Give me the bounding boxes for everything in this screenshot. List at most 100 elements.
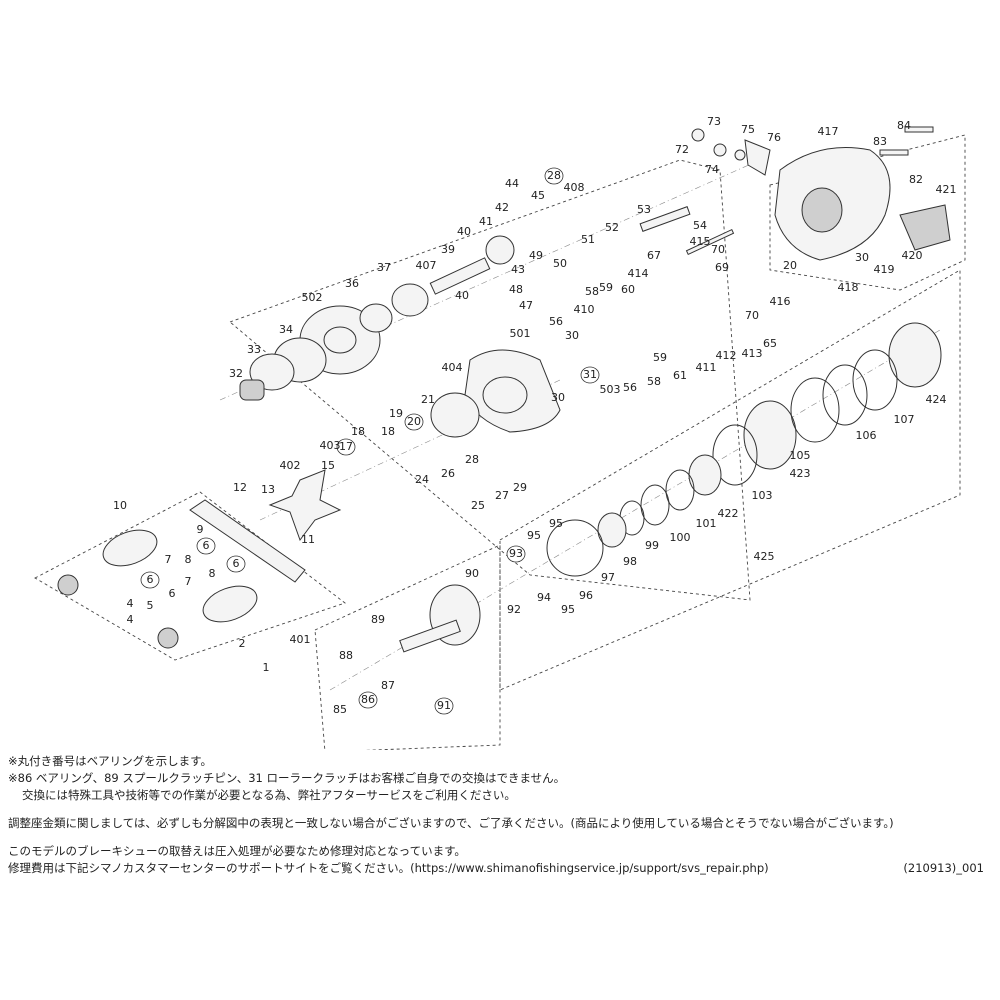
- part-number-label: 67: [647, 249, 661, 262]
- part-number-label: 48: [509, 283, 523, 296]
- part-number-label: 26: [441, 467, 455, 480]
- part-number-label: 70: [745, 309, 759, 322]
- part-number-label: 414: [628, 267, 649, 280]
- bearing-marker: [506, 545, 526, 563]
- part-number-label: 28: [465, 453, 479, 466]
- part-number-label: 18: [351, 425, 365, 438]
- bearing-marker: [226, 555, 246, 573]
- part-number-label: 93: [509, 547, 523, 560]
- handle-arm: [57, 499, 306, 649]
- part-number-label: 69: [715, 261, 729, 274]
- document-code: (210913)_001: [903, 861, 984, 875]
- group-outlines: [34, 134, 966, 750]
- part-number-label: 106: [856, 429, 877, 442]
- part-number-label: 401: [290, 633, 311, 646]
- part-number-label: 10: [113, 499, 127, 512]
- part-number-label: 100: [670, 531, 691, 544]
- part-number-label: 103: [752, 489, 773, 502]
- part-number-label: 27: [495, 489, 509, 502]
- part-number-label: 2: [239, 637, 246, 650]
- part-number-label: 54: [693, 219, 707, 232]
- part-number-label: 53: [637, 203, 651, 216]
- part-number-label: 98: [623, 555, 637, 568]
- part-number-label: 99: [645, 539, 659, 552]
- part-number-label: 501: [510, 327, 531, 340]
- reel-body: [430, 349, 561, 438]
- part-number-label: 407: [416, 259, 437, 272]
- part-number-label: 4: [127, 613, 134, 626]
- part-number-label: 7: [165, 553, 172, 566]
- part-number-label: 410: [574, 303, 595, 316]
- part-number-label: 86: [361, 693, 375, 706]
- part-number-label: 58: [585, 285, 599, 298]
- part-number-label: 502: [302, 291, 323, 304]
- part-number-label: 88: [339, 649, 353, 662]
- part-number-label: 20: [783, 259, 797, 272]
- part-number-label: 90: [465, 567, 479, 580]
- part-number-label: 20: [407, 415, 421, 428]
- part-number-label: 105: [790, 449, 811, 462]
- part-number-label: 28: [547, 169, 561, 182]
- part-number-label: 32: [229, 367, 243, 380]
- part-number-label: 6: [169, 587, 176, 600]
- part-number-label: 44: [505, 177, 519, 190]
- part-number-label: 418: [838, 281, 859, 294]
- part-number-label: 21: [421, 393, 435, 406]
- part-number-label: 12: [233, 481, 247, 494]
- part-number-label: 41: [479, 215, 493, 228]
- part-number-label: 17: [339, 440, 353, 453]
- part-number-label: 6: [203, 539, 210, 552]
- part-number-label: 59: [599, 281, 613, 294]
- part-number-label: 30: [855, 251, 869, 264]
- part-number-label: 19: [389, 407, 403, 420]
- part-number-label: 503: [600, 383, 621, 396]
- part-number-label: 40: [455, 289, 469, 302]
- part-number-label: 65: [763, 337, 777, 350]
- part-number-label: 411: [696, 361, 717, 374]
- part-number-label: 404: [442, 361, 463, 374]
- part-number-label: 75: [741, 123, 755, 136]
- part-number-label: 96: [579, 589, 593, 602]
- sideplate-group-outline: [769, 134, 966, 291]
- part-number-label: 50: [553, 257, 567, 270]
- drag-washers: [239, 283, 429, 401]
- part-number-label: 91: [437, 699, 451, 712]
- part-number-label: 95: [527, 529, 541, 542]
- part-number-label: 39: [441, 243, 455, 256]
- part-number-label: 24: [415, 473, 429, 486]
- exploded-parts-diagram: 1244556666778891011121315171818192020212…: [34, 115, 966, 750]
- body-group-outline: [229, 159, 751, 601]
- part-number-label: 408: [564, 181, 585, 194]
- part-number-label: 95: [549, 517, 563, 530]
- note-not-user-replaceable: ※86 ベアリング、89 スプールクラッチピン、31 ローラークラッチはお客様ご…: [8, 771, 566, 785]
- part-number-label: 107: [894, 413, 915, 426]
- part-number-label: 87: [381, 679, 395, 692]
- note-service: 交換には特殊工具や技術等での作業が必要となる為、弊社アフターサービスをご利用くだ…: [22, 788, 516, 802]
- part-number-label: 422: [718, 507, 739, 520]
- note-repair-cost: 修理費用は下記シマノカスタマーセンターのサポートサイトをご覧ください。(http…: [8, 861, 769, 875]
- bearing-marker: [434, 697, 454, 715]
- part-number-label: 30: [565, 329, 579, 342]
- spool: [399, 584, 481, 653]
- part-number-label: 36: [345, 277, 359, 290]
- part-number-label: 15: [321, 459, 335, 472]
- part-number-label: 51: [581, 233, 595, 246]
- part-number-label: 421: [936, 183, 957, 196]
- part-number-label: 49: [529, 249, 543, 262]
- part-number-label: 8: [209, 567, 216, 580]
- part-number-label: 42: [495, 201, 509, 214]
- bearing-marker: [140, 571, 160, 589]
- star-drag: [268, 469, 342, 542]
- part-number-label: 72: [675, 143, 689, 156]
- part-number-label: 416: [770, 295, 791, 308]
- part-number-label: 47: [519, 299, 533, 312]
- part-number-label: 101: [696, 517, 717, 530]
- part-number-label: 403: [320, 439, 341, 452]
- handle-group-outline: [34, 491, 346, 661]
- part-number-label: 18: [381, 425, 395, 438]
- part-number-label: 70: [711, 243, 725, 256]
- part-number-label: 6: [233, 557, 240, 570]
- part-number-label: 29: [513, 481, 527, 494]
- top-small-parts: [639, 126, 934, 256]
- part-number-label: 56: [623, 381, 637, 394]
